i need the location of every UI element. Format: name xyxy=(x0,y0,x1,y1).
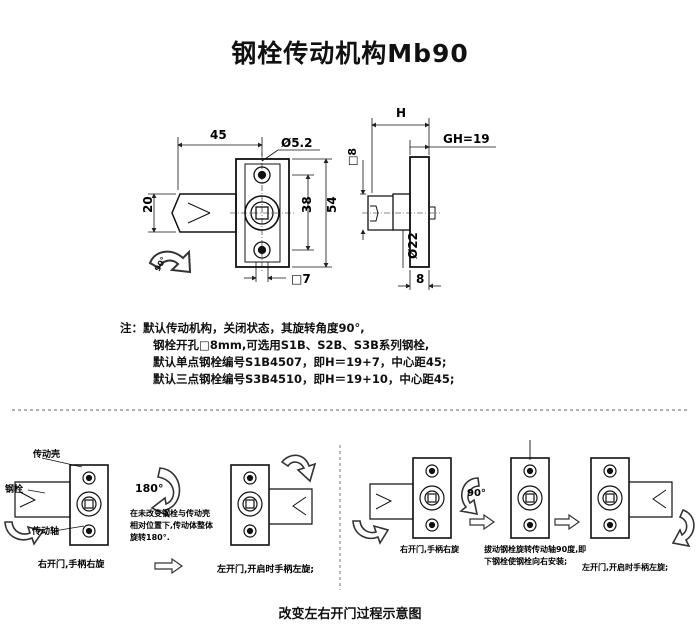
rotate-180-icon xyxy=(150,467,181,518)
instruction-a-line2: 相对位置下,传动体整体 xyxy=(130,520,214,530)
caption-left-open-2: 左开门,开启时手柄左旋; xyxy=(581,562,668,572)
caption-right-open-2: 右开门,手柄右旋 xyxy=(399,544,460,554)
rotation-arrow-icon xyxy=(148,249,192,274)
rotate-90-icon xyxy=(459,477,480,516)
note-line: 默认三点钢栓编号S3B4510，即H＝19+10，中心距45; xyxy=(153,372,455,386)
instruction-a-line3: 旋转180°. xyxy=(129,532,170,542)
arrow-right-icon xyxy=(554,513,581,531)
label-shaft: 传动轴 xyxy=(31,525,59,537)
front-view xyxy=(171,152,296,273)
dim-45: 45 xyxy=(210,128,227,142)
dim-square-8: □8 xyxy=(346,148,359,166)
process-step-2 xyxy=(230,464,313,546)
process-step-1 xyxy=(14,457,109,546)
rotation-arrow-icon xyxy=(4,521,45,546)
caption-left-open-1: 左开门,开启时手柄左旋; xyxy=(216,563,314,575)
angle-90-label: 90° xyxy=(467,488,486,499)
dim-gh: GH=19 xyxy=(443,132,490,146)
dim-h: H xyxy=(396,106,406,120)
dim-diameter-5-2: Ø5.2 xyxy=(281,136,312,150)
arrow-right-icon xyxy=(154,557,184,575)
bolt-shape xyxy=(171,193,237,233)
dim-square-7: □7 xyxy=(291,272,311,286)
instruction-a-line1: 在未改变钢栓与传动壳 xyxy=(130,508,210,518)
notes-block: 注：默认传动机构，关闭状态，其旋转角度90°, 钢栓开孔□8mm,可选用S1B、… xyxy=(120,320,454,388)
dim-diameter-22: Ø22 xyxy=(406,232,420,259)
note-line: 注：默认传动机构，关闭状态，其旋转角度90°, xyxy=(120,321,365,335)
process-step-4 xyxy=(510,440,550,539)
note-line: 钢栓开孔□8mm,可选用S1B、S2B、S3B系列钢栓, xyxy=(153,338,430,352)
process-step-3 xyxy=(369,457,452,539)
dim-38: 38 xyxy=(300,196,314,213)
side-view xyxy=(362,156,440,268)
rotation-arrow-icon xyxy=(671,508,695,548)
rotation-arrow-icon xyxy=(352,520,390,545)
caption-right-open-1: 右开门,手柄右旋 xyxy=(37,558,105,570)
label-bolt: 钢栓 xyxy=(5,483,23,495)
label-housing: 传动壳 xyxy=(32,448,60,460)
dim-54: 54 xyxy=(325,196,339,213)
dim-8: 8 xyxy=(416,272,424,286)
page-title: 钢栓传动机构Mb90 xyxy=(231,39,469,68)
dim-20: 20 xyxy=(141,196,155,213)
arrow-right-icon xyxy=(469,513,496,531)
footer-caption: 改变左右开门过程示意图 xyxy=(278,607,422,622)
instruction-b-line2: 下钢栓使钢栓向右安装; xyxy=(484,556,567,566)
instruction-b-line1: 拔动钢栓旋转传动轴90度,即 xyxy=(484,544,586,554)
process-step-5 xyxy=(590,457,673,539)
note-line: 默认单点钢栓编号S1B4507，即H＝19+7，中心距45; xyxy=(153,355,447,369)
angle-180-label: 180° xyxy=(135,482,163,495)
rotation-arrow-icon xyxy=(280,454,317,483)
